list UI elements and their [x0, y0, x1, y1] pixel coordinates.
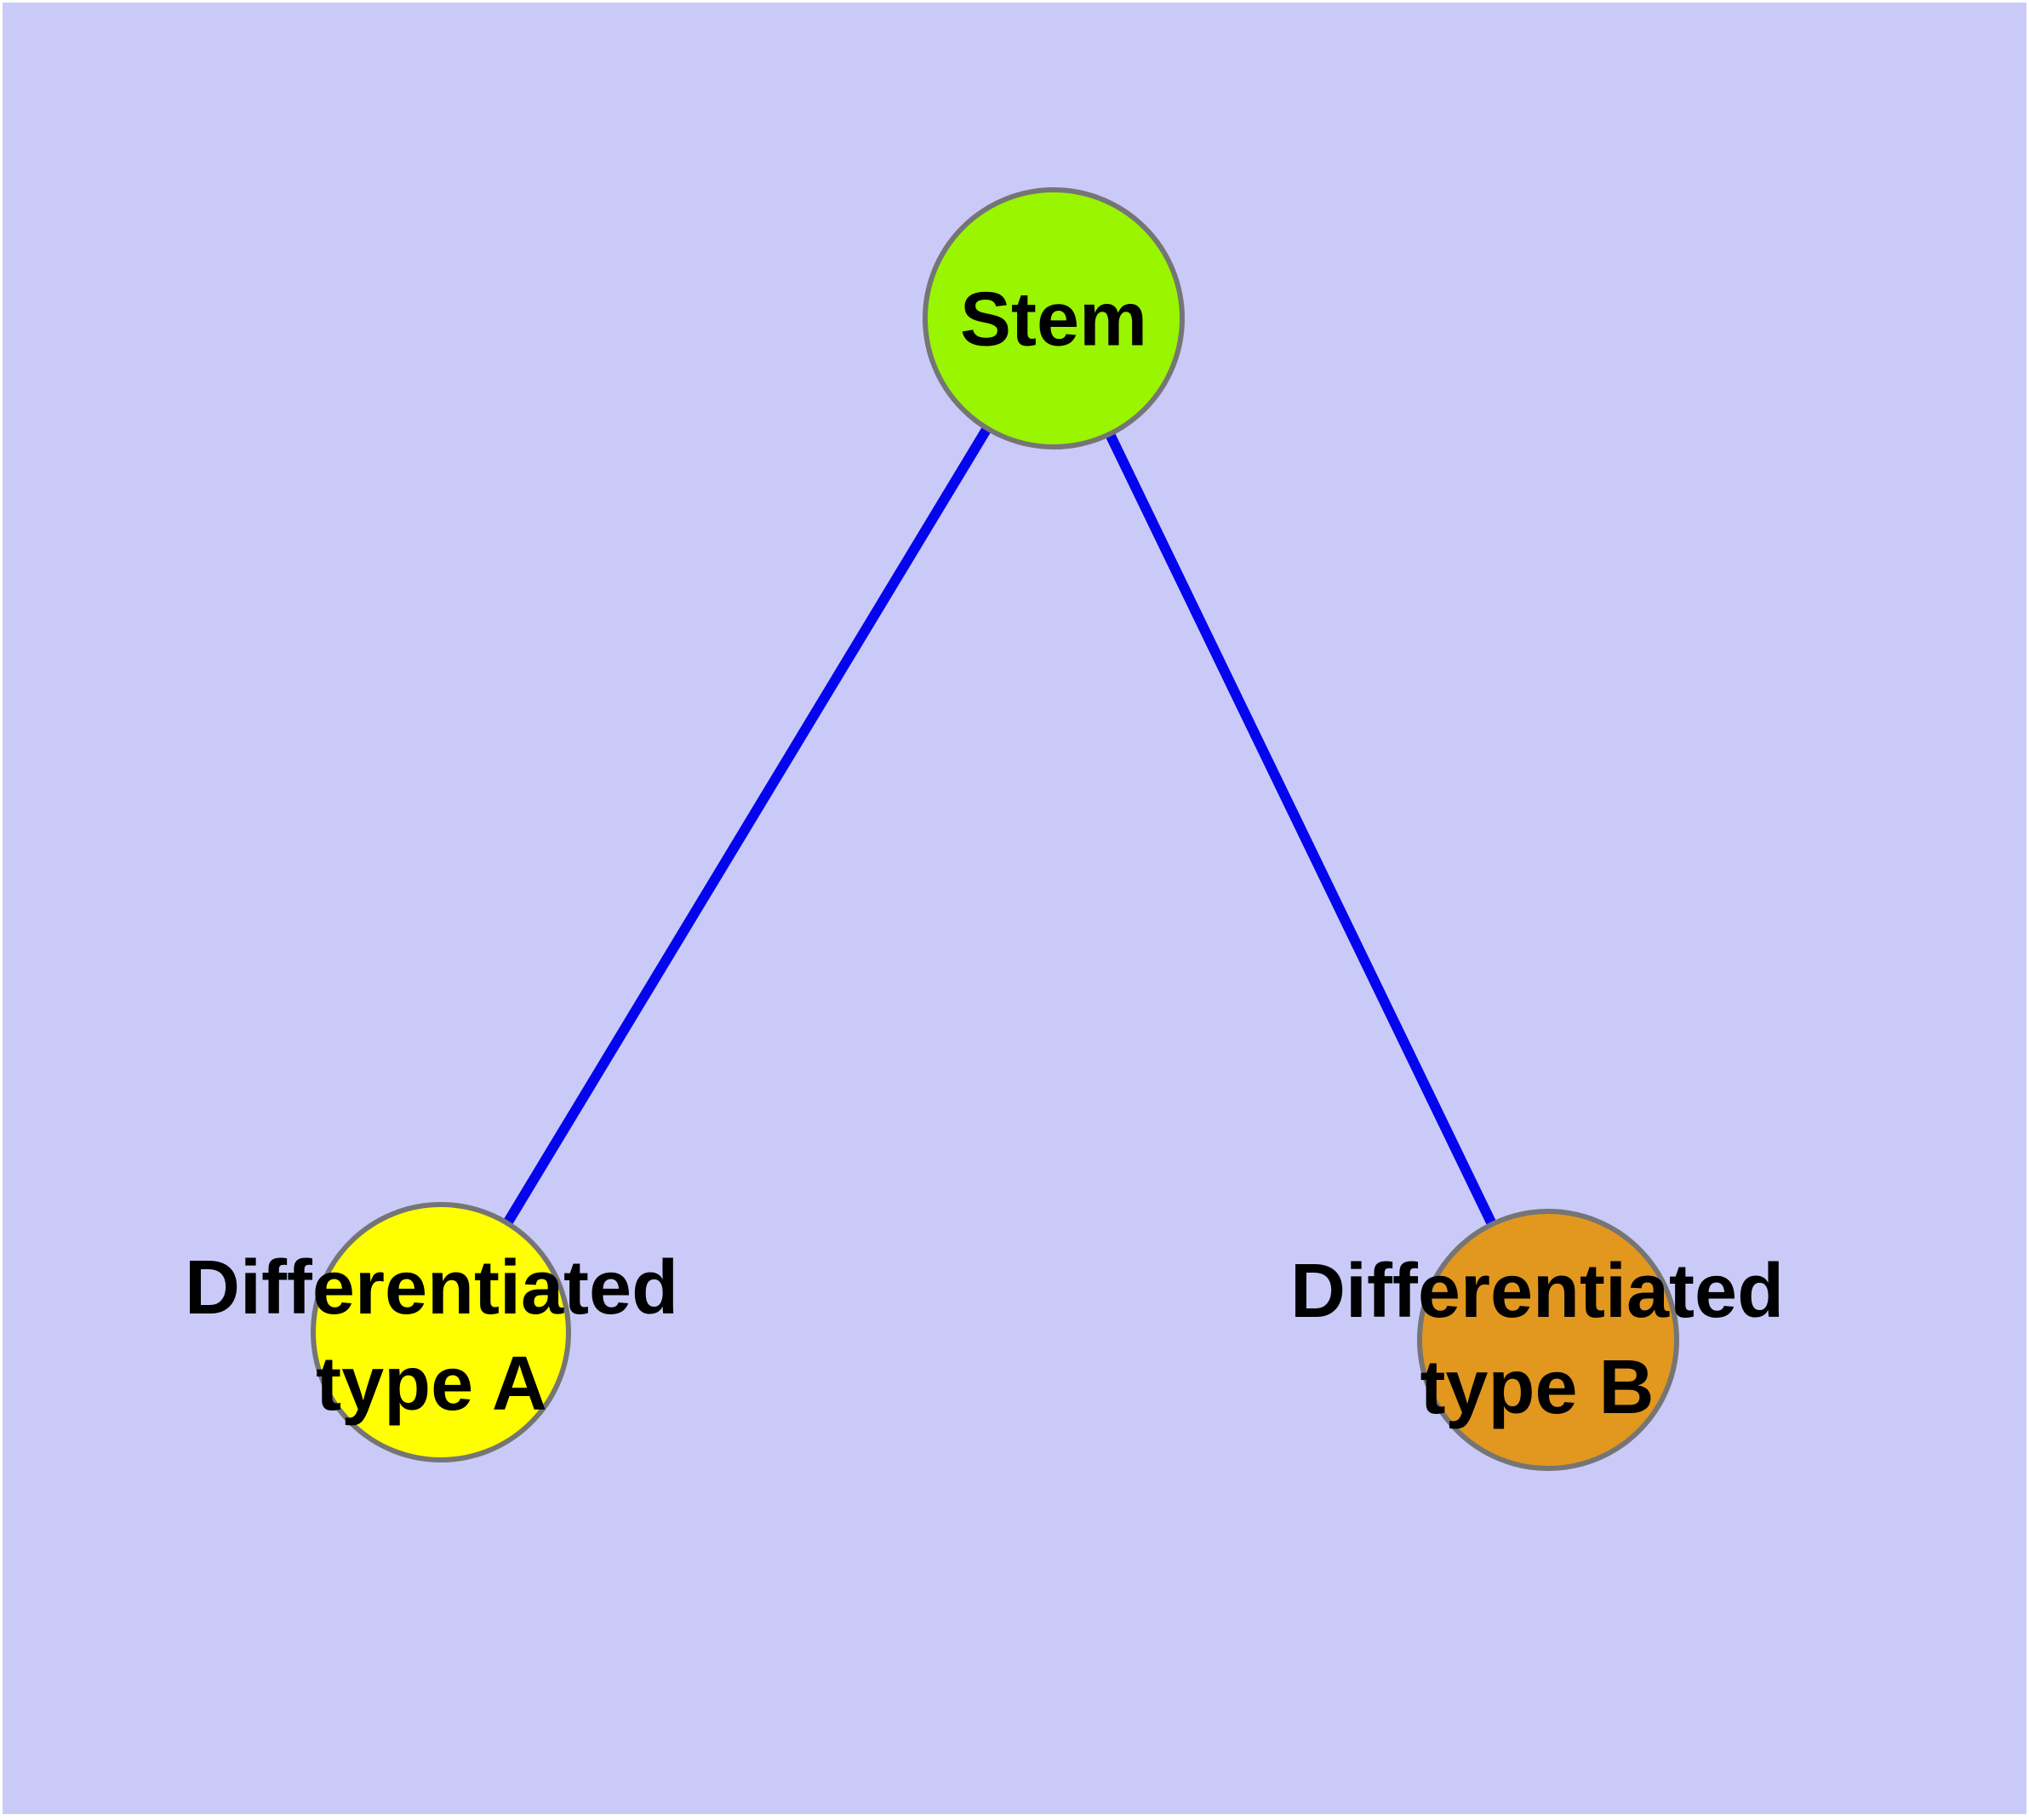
- node-type-b-label-line1: Differentiated: [1289, 1249, 1785, 1334]
- node-type-a-label: Differentiated type A: [185, 1240, 678, 1433]
- node-stem-circle: [923, 187, 1185, 449]
- edge-stem-to-type-b: [1105, 432, 1497, 1227]
- node-type-a-label-line1: Differentiated: [184, 1245, 679, 1331]
- node-type-b-label: Differentiated type B: [1290, 1244, 1784, 1436]
- node-type-a-circle: [311, 1202, 571, 1462]
- node-stem-label: Stem: [959, 277, 1148, 363]
- node-type-b-label-line2: type B: [1420, 1345, 1655, 1430]
- node-type-b-circle: [1417, 1209, 1679, 1471]
- node-type-a-label-line2: type A: [316, 1342, 547, 1427]
- edge-stem-to-type-a: [502, 425, 992, 1227]
